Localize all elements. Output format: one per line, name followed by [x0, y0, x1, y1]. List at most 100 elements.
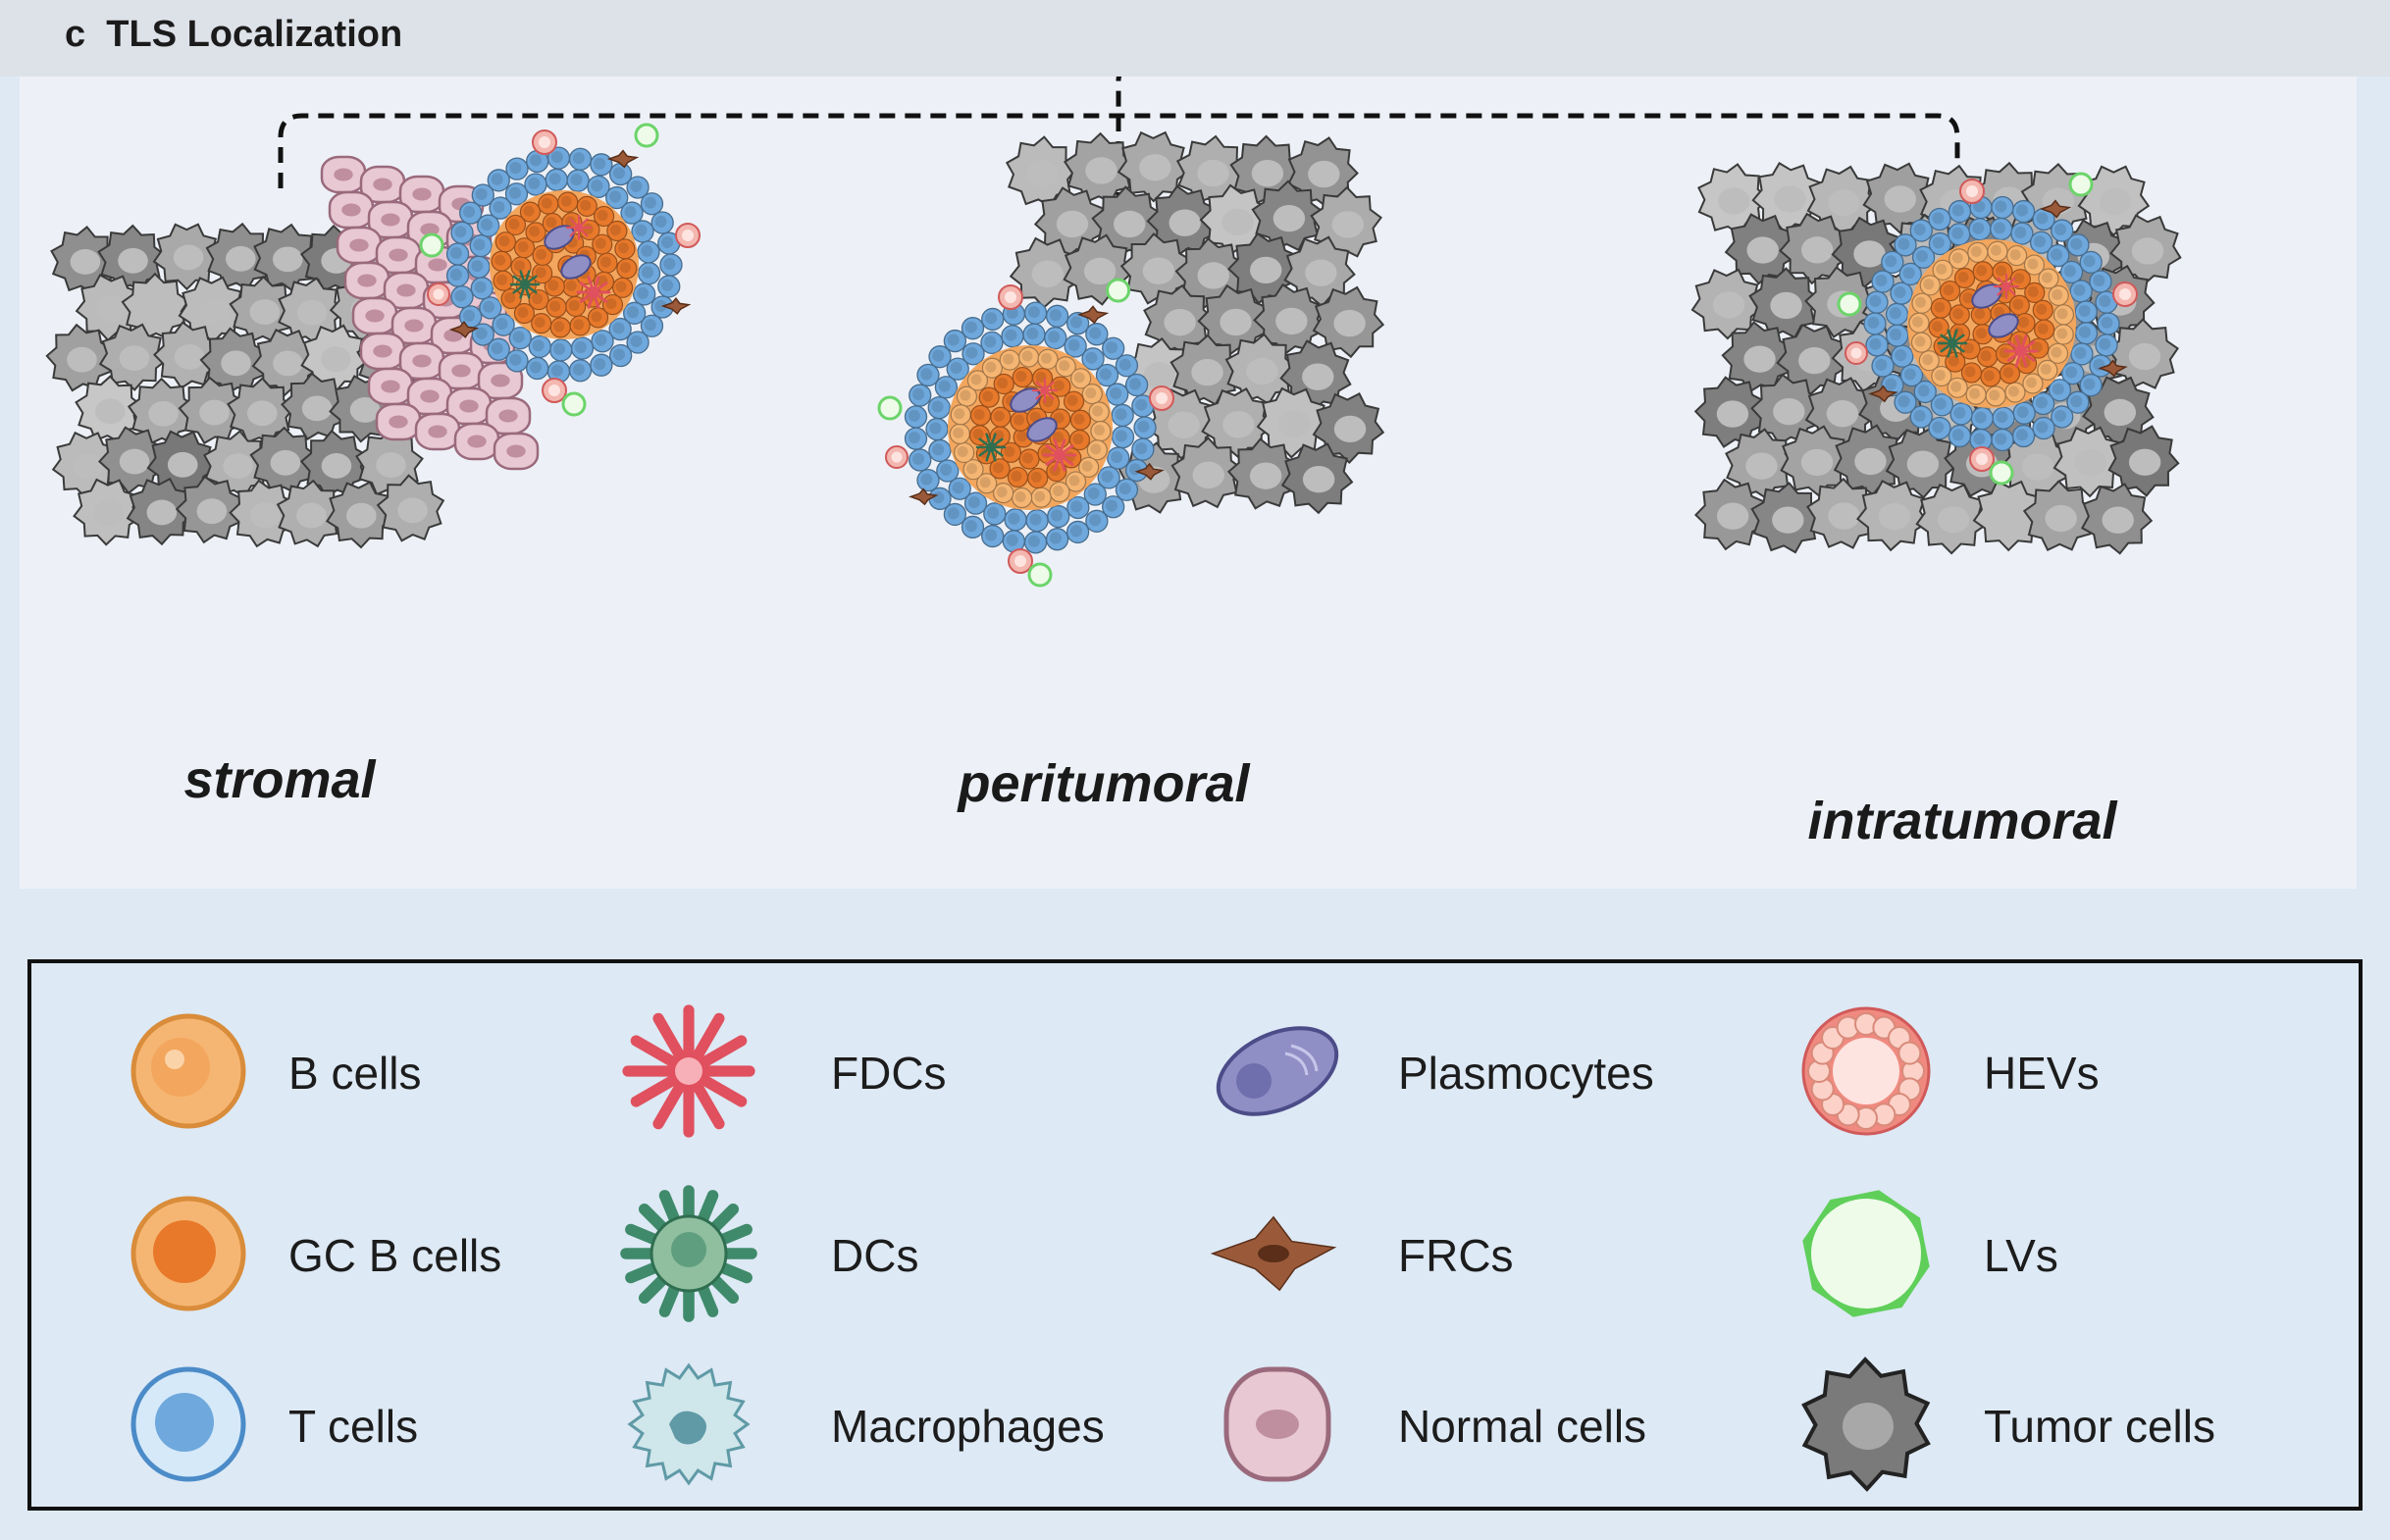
- t-cell-nucleus: [908, 409, 920, 422]
- tumor-nucleus: [167, 451, 198, 478]
- t-cell-nucleus: [512, 331, 525, 343]
- b-cell-nucleus: [1092, 405, 1104, 417]
- gc-b-cell-nucleus: [619, 262, 631, 274]
- fdc-icon: [622, 1004, 755, 1138]
- t-cell-nucleus: [987, 506, 1000, 519]
- t-cell-nucleus: [529, 361, 543, 374]
- gc-b-cell-nucleus: [1983, 370, 1995, 382]
- t-cell-nucleus: [912, 387, 925, 400]
- tumor-nucleus: [250, 502, 281, 529]
- tumor-nucleus: [1085, 157, 1117, 184]
- t-cell-nucleus: [1973, 433, 1986, 445]
- t-cell-nucleus: [529, 154, 543, 167]
- t-cell-nucleus: [1875, 274, 1888, 286]
- t-cell-nucleus: [1049, 309, 1062, 322]
- b-cell-nucleus: [1951, 252, 1963, 264]
- t-cell-nucleus: [454, 226, 467, 238]
- b-cell-nucleus: [1073, 372, 1085, 384]
- t-cell-nucleus: [2015, 429, 2028, 441]
- t-cell-nucleus: [967, 495, 980, 509]
- t-cell-nucleus: [932, 491, 945, 504]
- t-cell-nucleus: [473, 238, 486, 251]
- lv-icon: [1802, 1190, 1930, 1317]
- gc-b-cell-nucleus: [1011, 470, 1022, 482]
- b-cell-nucleus: [1914, 335, 1926, 347]
- t-cell-nucleus: [1932, 236, 1945, 249]
- normal-cell-nucleus: [412, 354, 432, 368]
- t-cell-nucleus: [1895, 349, 1907, 362]
- tumor-nucleus: [119, 345, 150, 372]
- tumor-nucleus: [1746, 236, 1779, 264]
- t-cell-nucleus: [1118, 483, 1131, 495]
- tumor-nucleus: [1305, 259, 1337, 286]
- t-cell-nucleus: [471, 260, 484, 273]
- t-cell-nucleus: [644, 196, 656, 209]
- b-cell-nucleus: [960, 389, 971, 401]
- t-cell-nucleus: [984, 335, 997, 348]
- gc-b-cell-nucleus: [2013, 273, 2025, 284]
- t-cell-nucleus: [1951, 429, 1964, 441]
- hev-lumen: [539, 136, 550, 148]
- legend-label: FRCs: [1398, 1230, 1514, 1281]
- t-cell-nucleus: [462, 205, 476, 219]
- gc-b-cell-nucleus: [599, 256, 611, 268]
- legend-label: DCs: [831, 1230, 919, 1281]
- gc-b-cell-nucleus: [1030, 471, 1042, 483]
- t-cell-nucleus: [1995, 433, 2007, 445]
- tumor-nucleus: [397, 497, 428, 524]
- t-cell-nucleus: [1932, 421, 1945, 434]
- t-cell-nucleus: [1953, 406, 1966, 419]
- gc-b-cell-nucleus: [609, 224, 621, 235]
- t-cell-nucleus: [1128, 378, 1142, 390]
- gc-b-cell-nucleus: [595, 237, 606, 249]
- t-cell-nucleus: [1135, 441, 1148, 455]
- hev-lumen: [1850, 347, 1862, 359]
- b-cell-nucleus: [1990, 244, 2001, 256]
- t-cell-nucleus: [2074, 346, 2087, 359]
- tumor-nucleus: [1142, 257, 1175, 284]
- t-cell-nucleus: [574, 340, 587, 353]
- t-cell-nucleus: [940, 463, 953, 476]
- gc-b-cell-nucleus: [573, 319, 585, 331]
- t-cell-nucleus: [931, 400, 944, 413]
- t-cell-nucleus: [1026, 327, 1039, 340]
- normal-cell-nucleus: [373, 344, 392, 358]
- localization-panel: stromal peritumoral intratumoral: [20, 77, 2357, 889]
- t-cell-nucleus: [938, 380, 951, 392]
- tumor-nucleus: [1853, 240, 1886, 268]
- gc-b-cell-nucleus: [1072, 434, 1084, 445]
- t-cell-nucleus: [2070, 395, 2083, 408]
- tumor-nucleus: [67, 346, 97, 373]
- gc-b-cell-nucleus: [1016, 431, 1028, 442]
- t-cell-nucleus: [2051, 248, 2063, 261]
- normal-cell-nucleus: [404, 319, 424, 333]
- frc: [2098, 359, 2128, 378]
- gc-b-cell-nucleus: [1004, 445, 1015, 457]
- t-cell-nucleus: [1111, 450, 1123, 463]
- b-cell-nucleus: [2007, 385, 2019, 397]
- t-cell-nucleus: [481, 218, 494, 231]
- b-cell-nucleus: [2056, 328, 2068, 339]
- tumor-nucleus: [1302, 465, 1335, 493]
- t-cell-nucleus: [1995, 200, 2007, 213]
- gc-b-cell-nucleus: [508, 218, 520, 230]
- normal-cell-nucleus: [381, 380, 400, 393]
- gc-b-cell-nucleus: [997, 377, 1009, 388]
- t-cell-nucleus: [929, 422, 942, 435]
- normal-cell-nucleus: [467, 435, 487, 448]
- gc-b-cell-nucleus: [532, 293, 544, 305]
- tumor-nucleus: [1770, 291, 1802, 320]
- t-cell-nucleus: [2035, 396, 2049, 409]
- tumor-nucleus: [249, 299, 281, 325]
- t-cell-nucleus: [912, 452, 925, 465]
- tumor-nucleus: [1273, 204, 1306, 232]
- legend-label: B cells: [288, 1048, 422, 1099]
- t-cell-nucleus: [594, 157, 606, 170]
- fdc: [565, 214, 593, 241]
- t-cell-nucleus: [644, 319, 656, 332]
- fdc: [1993, 273, 2020, 300]
- tumor-nucleus: [296, 299, 328, 326]
- t-cell-nucleus: [528, 177, 541, 189]
- legend-box: B cells GC B cells T cells FDCs DCs Macr…: [27, 959, 2363, 1511]
- tumor-nucleus: [1716, 502, 1749, 530]
